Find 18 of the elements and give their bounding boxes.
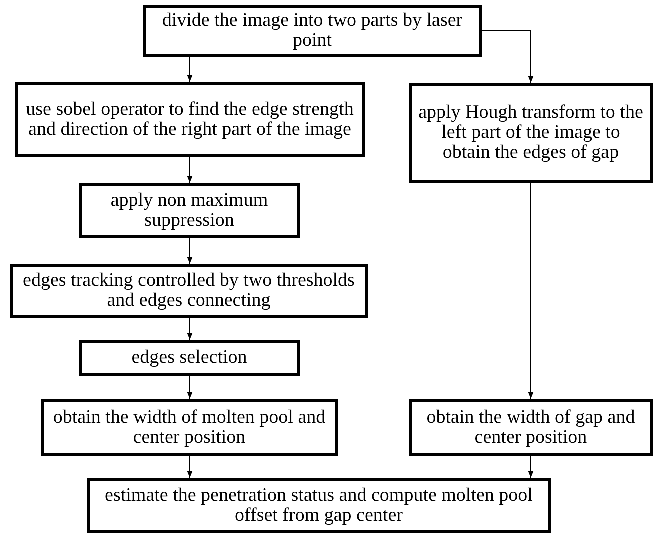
arrow (482, 30, 534, 84)
process-box: edges selection (79, 340, 300, 376)
process-box: apply non maximum suppression (79, 183, 300, 238)
arrow (528, 182, 534, 400)
process-box: divide the image into two parts by laser point (143, 5, 482, 57)
process-box: use sobel operator to find the edge strength and direction of the right part of the image (15, 82, 365, 157)
arrow (187, 318, 193, 340)
process-box: edges tracking controlled by two thresholds and edges connecting (10, 264, 368, 318)
arrow (187, 156, 193, 184)
process-box: estimate the penetration status and compute molten pool offset from gap center (87, 478, 551, 533)
arrow (187, 456, 193, 478)
arrow (528, 456, 534, 478)
arrow (187, 376, 193, 400)
process-box: apply Hough transform to the left part of the image to obtain the edges of gap (409, 83, 653, 183)
process-box: obtain the width of gap and center position (409, 399, 653, 456)
arrow (187, 56, 193, 82)
arrow (187, 238, 193, 264)
process-box: obtain the width of molten pool and center position (41, 399, 338, 456)
